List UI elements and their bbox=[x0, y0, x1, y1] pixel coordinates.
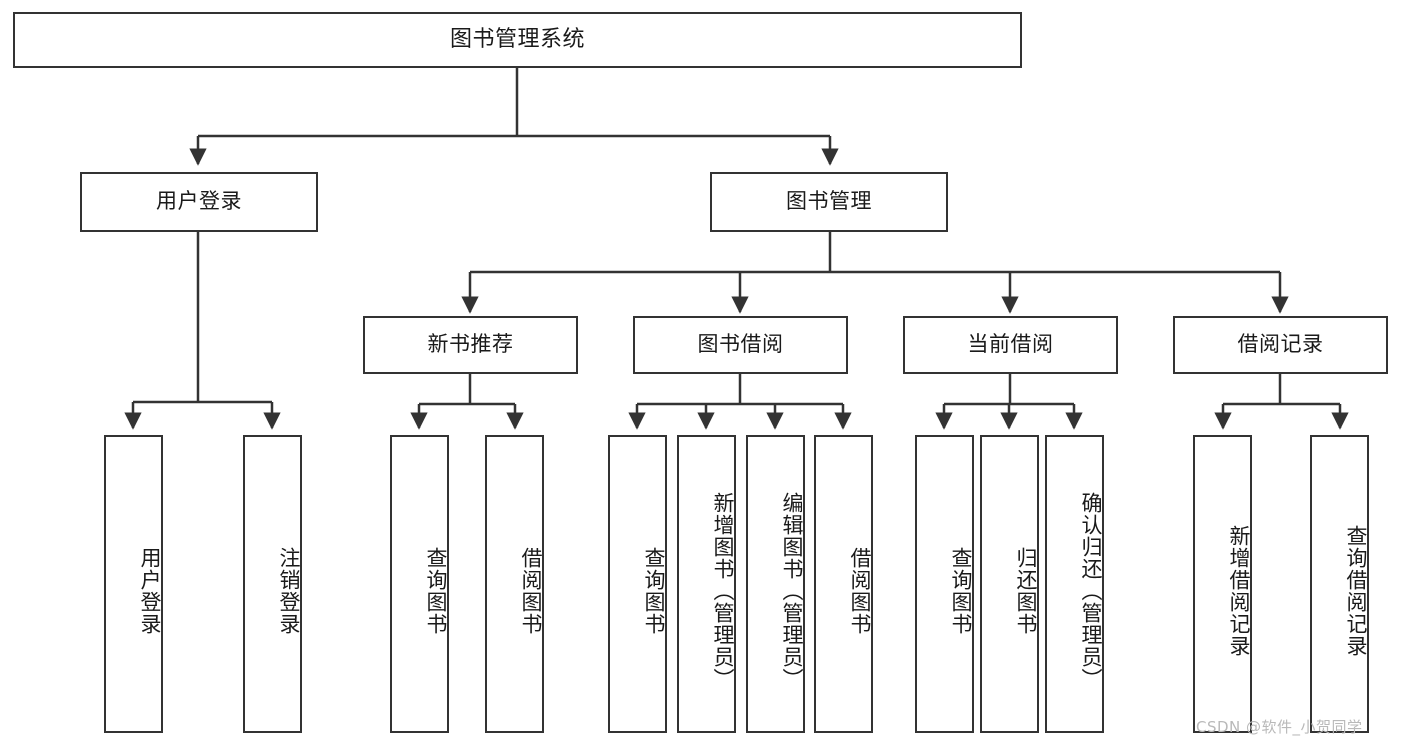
node-label: 编辑图书（管理员） bbox=[780, 492, 804, 690]
node-label: 确认归还（管理员） bbox=[1079, 492, 1103, 690]
node-label: 查询图书 bbox=[424, 547, 448, 635]
node-leaf-record-query[interactable]: 查询借阅记录 bbox=[1310, 435, 1369, 733]
node-label: 查询借阅记录 bbox=[1344, 525, 1368, 657]
node-label: 图书管理系统 bbox=[449, 26, 585, 52]
node-current-borrowing[interactable]: 当前借阅 bbox=[903, 316, 1118, 374]
node-label: 新书推荐 bbox=[427, 332, 514, 357]
csdn-watermark: CSDN @软件_小贺同学 bbox=[1196, 718, 1363, 736]
node-label: 新增借阅记录 bbox=[1227, 525, 1251, 657]
node-root-book-management-system[interactable]: 图书管理系统 bbox=[13, 12, 1022, 68]
node-leaf-user-logout[interactable]: 注销登录 bbox=[243, 435, 302, 733]
node-leaf-borrow-edit-book[interactable]: 编辑图书（管理员） bbox=[746, 435, 805, 733]
node-label: 图书管理 bbox=[786, 189, 872, 214]
node-leaf-rec-query-book[interactable]: 查询图书 bbox=[390, 435, 449, 733]
node-leaf-current-query-book[interactable]: 查询图书 bbox=[915, 435, 974, 733]
node-book-borrowing[interactable]: 图书借阅 bbox=[633, 316, 848, 374]
node-label: 新增图书（管理员） bbox=[711, 492, 735, 690]
node-borrowing-record[interactable]: 借阅记录 bbox=[1173, 316, 1388, 374]
node-new-book-recommendation[interactable]: 新书推荐 bbox=[363, 316, 578, 374]
node-label: 当前借阅 bbox=[967, 332, 1054, 357]
node-leaf-record-add[interactable]: 新增借阅记录 bbox=[1193, 435, 1252, 733]
node-label: 图书借阅 bbox=[697, 332, 784, 357]
node-leaf-current-return-book[interactable]: 归还图书 bbox=[980, 435, 1039, 733]
node-leaf-borrow-add-book[interactable]: 新增图书（管理员） bbox=[677, 435, 736, 733]
node-leaf-borrow-query-book[interactable]: 查询图书 bbox=[608, 435, 667, 733]
node-label: 借阅图书 bbox=[519, 547, 543, 635]
node-leaf-borrow-borrow-book[interactable]: 借阅图书 bbox=[814, 435, 873, 733]
node-book-management[interactable]: 图书管理 bbox=[710, 172, 948, 232]
node-user-login[interactable]: 用户登录 bbox=[80, 172, 318, 232]
node-leaf-rec-borrow-book[interactable]: 借阅图书 bbox=[485, 435, 544, 733]
node-label: 用户登录 bbox=[138, 547, 162, 635]
node-label: 借阅记录 bbox=[1237, 332, 1324, 357]
node-label: 归还图书 bbox=[1014, 547, 1038, 635]
node-label: 用户登录 bbox=[156, 189, 242, 214]
node-leaf-user-login[interactable]: 用户登录 bbox=[104, 435, 163, 733]
node-label: 查询图书 bbox=[949, 547, 973, 635]
node-label: 查询图书 bbox=[642, 547, 666, 635]
node-label: 注销登录 bbox=[277, 547, 301, 635]
node-label: 借阅图书 bbox=[848, 547, 872, 635]
node-leaf-current-confirm-return[interactable]: 确认归还（管理员） bbox=[1045, 435, 1104, 733]
